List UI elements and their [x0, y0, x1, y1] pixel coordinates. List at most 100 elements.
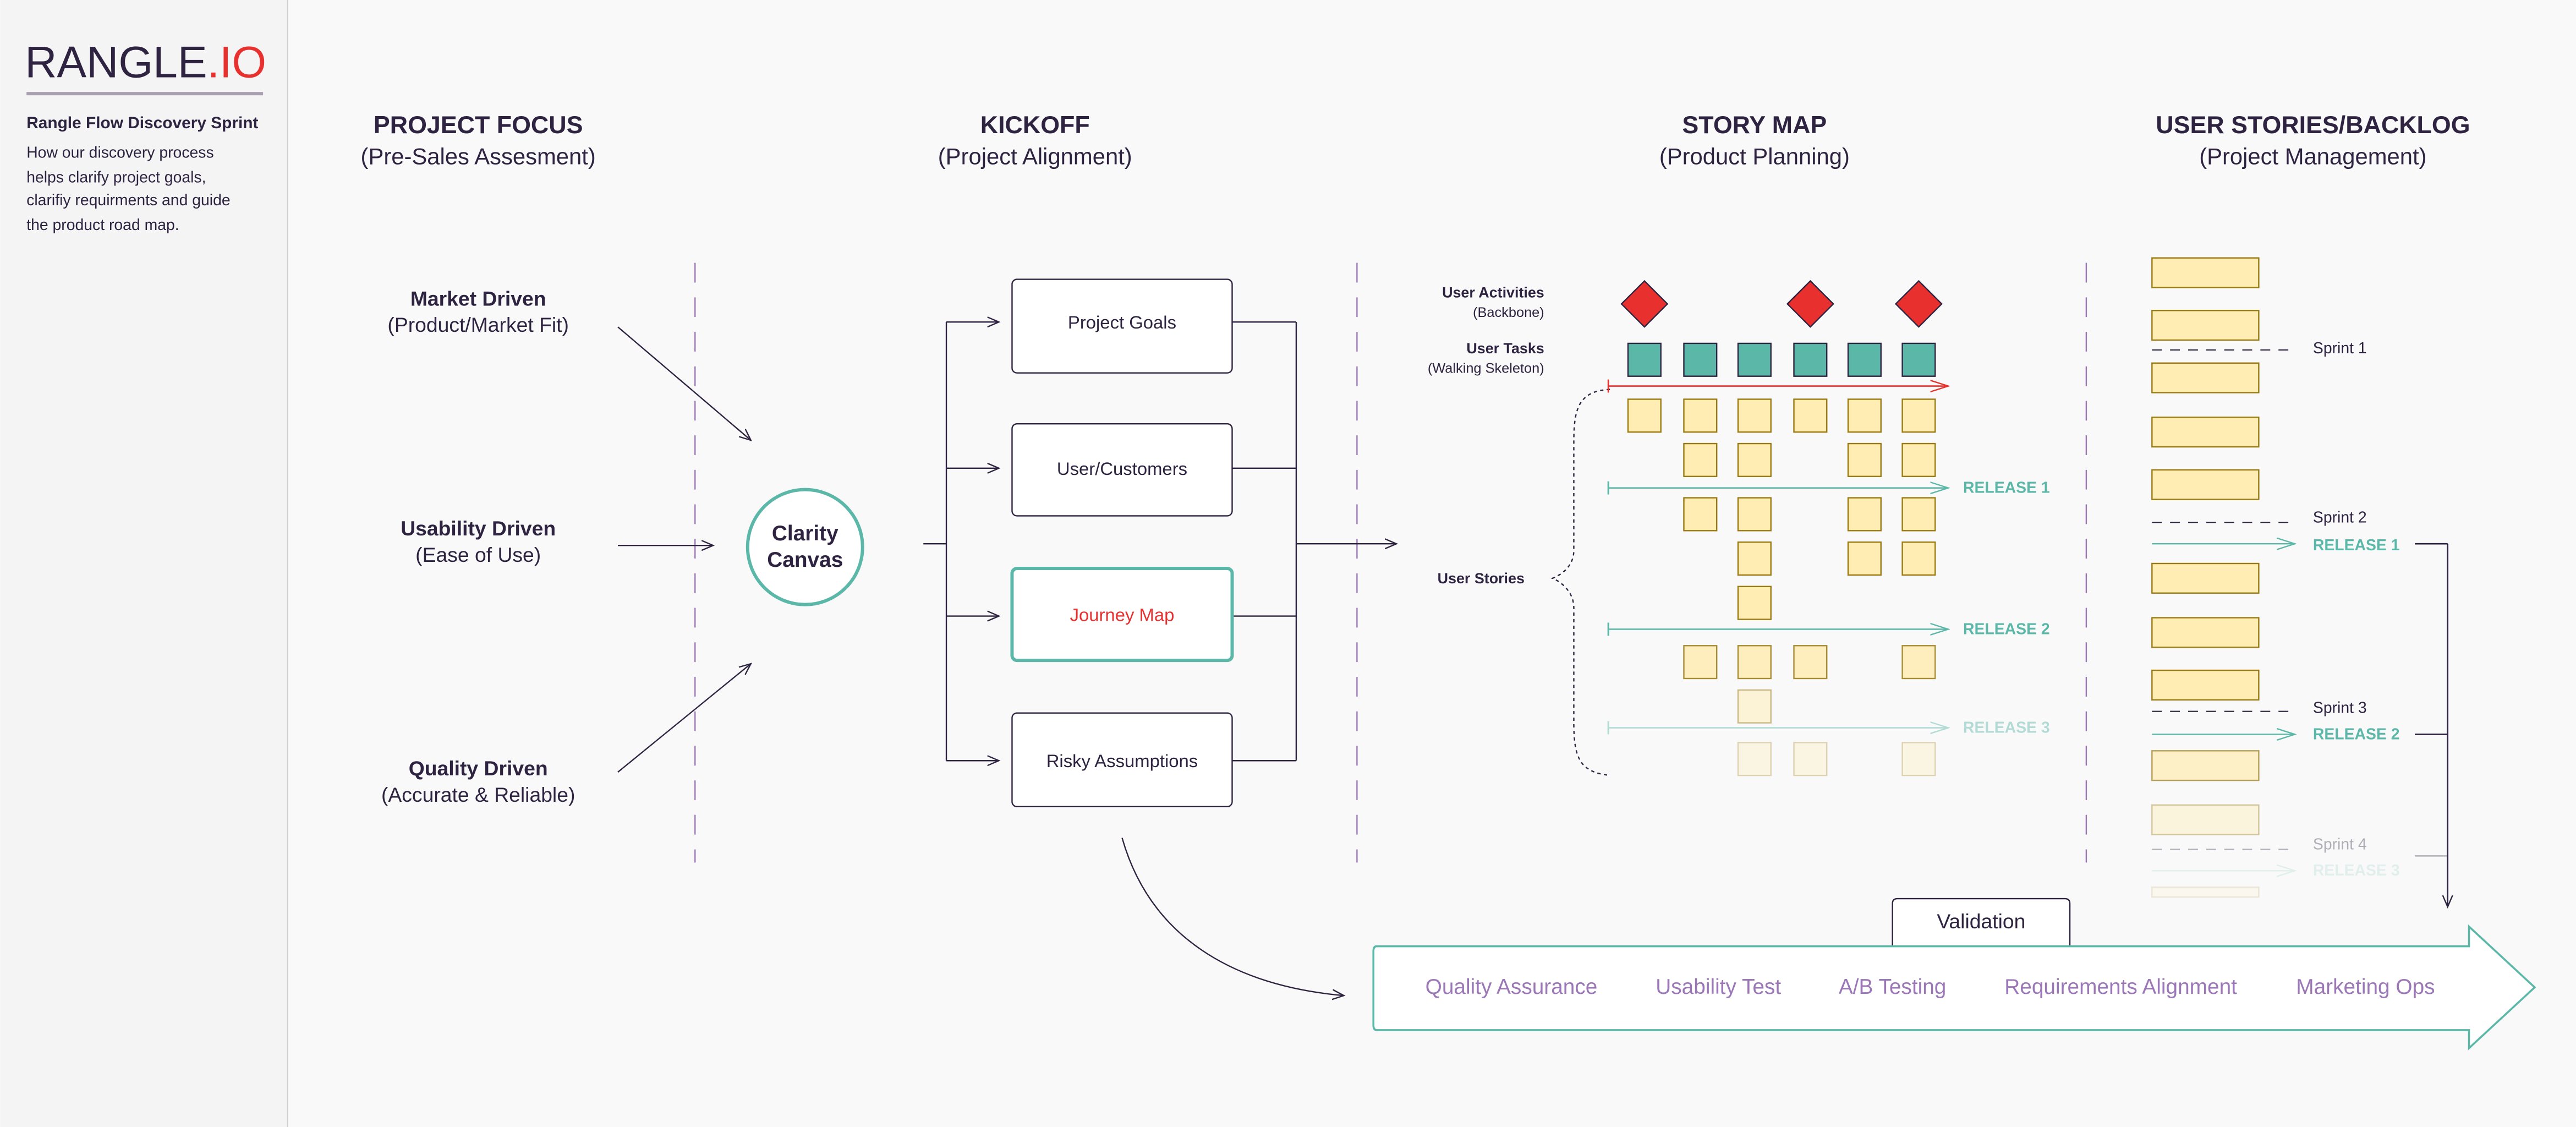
sidebar-desc: the product road map. [26, 216, 179, 234]
task-square [1847, 342, 1882, 377]
sprint-label: Sprint 4 [2313, 835, 2367, 853]
backlog-item [2151, 669, 2260, 701]
focus-label: Market Driven [410, 287, 546, 310]
release-label: RELEASE 2 [1963, 620, 2050, 638]
story-map-labels: User Activities (Backbone) User Tasks (W… [1428, 284, 1544, 586]
validation-item: Requirements Alignment [2004, 975, 2237, 999]
box-label: Journey Map [1070, 604, 1175, 625]
header-title: KICKOFF [980, 111, 1090, 139]
backlog-item [2151, 417, 2260, 448]
stories-brace [1550, 389, 1610, 776]
story-card [1683, 645, 1718, 680]
header-subtitle: (Project Management) [2199, 144, 2426, 169]
story-card [1901, 497, 1936, 532]
box-label: Project Goals [1068, 312, 1176, 332]
header-title: USER STORIES/BACKLOG [2156, 111, 2470, 139]
sidebar-desc: How our discovery process [26, 144, 213, 162]
canvas-label: Canvas [767, 548, 843, 572]
validation-tab[interactable] [1892, 898, 2071, 947]
task-square [1627, 342, 1662, 377]
story-card [1847, 541, 1882, 576]
focus-sub: (Product/Market Fit) [387, 313, 569, 336]
story-card [1683, 398, 1718, 433]
story-card [1737, 398, 1772, 433]
backlog-item [2151, 362, 2260, 393]
validation-arrow [1372, 924, 2536, 1051]
backlog-item [2151, 617, 2260, 648]
focus-label: Quality Driven [409, 757, 548, 780]
box-label: User/Customers [1057, 458, 1187, 479]
focus-arrows [617, 326, 751, 773]
task-square [1901, 342, 1936, 377]
header-subtitle: (Pre-Sales Assesment) [361, 144, 596, 169]
task-square [1793, 342, 1828, 377]
story-card [1793, 742, 1828, 776]
story-card [1901, 645, 1936, 680]
header-title: PROJECT FOCUS [374, 111, 583, 139]
backlog-item [2151, 804, 2260, 835]
backlog-item [2151, 886, 2260, 898]
release-label: RELEASE 2 [2313, 725, 2400, 743]
backlog-markers: Sprint 1 Sprint 2 RELEASE 1 Sprint 3 REL… [2152, 340, 2400, 879]
activity-diamond [1894, 280, 1943, 328]
backlog [2151, 257, 2260, 898]
story-card [1737, 497, 1772, 532]
release-label: RELEASE 3 [1963, 719, 2050, 736]
focus-label: Usability Driven [401, 517, 556, 540]
story-card [1901, 541, 1936, 576]
project-focus: Market Driven (Product/Market Fit) Usabi… [381, 287, 575, 806]
header-subtitle: (Product Planning) [1659, 144, 1850, 169]
story-card [1737, 742, 1772, 776]
backlog-item [2151, 750, 2260, 781]
story-card [1847, 497, 1882, 532]
label-tasks-sub: (Walking Skeleton) [1428, 361, 1544, 376]
label-tasks: User Tasks [1466, 340, 1544, 357]
label-activities: User Activities [1442, 284, 1544, 300]
story-card [1737, 442, 1772, 477]
release-label: RELEASE 3 [2313, 862, 2400, 879]
story-card [1737, 541, 1772, 576]
story-card [1901, 398, 1936, 433]
backlog-item [2151, 469, 2260, 500]
story-card [1627, 398, 1662, 433]
release-bracket [2415, 543, 2448, 907]
story-card [1901, 742, 1936, 776]
validation-tab-label: Validation [1937, 910, 2025, 933]
validation: Validation Quality Assurance Usability T… [1372, 898, 2536, 1051]
sidebar-desc: helps clarify project goals, [26, 168, 206, 186]
backlog-item [2151, 562, 2260, 594]
validation-item: A/B Testing [1839, 975, 1947, 999]
header-title: STORY MAP [1682, 111, 1827, 139]
sidebar-desc: clarifiy requirments and guide [26, 192, 230, 209]
box-project-goals[interactable] [1011, 278, 1233, 374]
task-square [1737, 342, 1772, 377]
sprint-label: Sprint 3 [2313, 699, 2367, 717]
release-label: RELEASE 1 [2313, 537, 2400, 554]
box-risky-assumptions[interactable] [1011, 712, 1233, 808]
release-label: RELEASE 1 [1963, 479, 2050, 497]
sidebar-title: Rangle Flow Discovery Sprint [26, 114, 258, 132]
sprint-label: Sprint 2 [2313, 508, 2367, 526]
story-map-grid [1620, 280, 1943, 776]
box-journey-map[interactable] [1010, 566, 1234, 663]
story-card [1737, 689, 1772, 724]
story-card [1793, 645, 1828, 680]
story-card [1683, 497, 1718, 532]
story-card [1847, 442, 1882, 477]
validation-item: Quality Assurance [1426, 975, 1598, 999]
box-user-customers[interactable] [1011, 423, 1233, 517]
arrow [617, 664, 751, 773]
story-card [1683, 442, 1718, 477]
label-stories: User Stories [1438, 570, 1525, 587]
story-card [1793, 398, 1828, 433]
validation-item: Marketing Ops [2296, 975, 2435, 999]
sprint-label: Sprint 1 [2313, 340, 2367, 357]
box-label: Risky Assumptions [1046, 751, 1198, 771]
story-releases: RELEASE 1 RELEASE 2 RELEASE 3 [1607, 479, 2050, 736]
logo: RANGLE.IO [25, 37, 266, 87]
canvas-label: Clarity [772, 522, 838, 545]
kickoff-boxes: Project Goals User/Customers Journey Map… [1010, 278, 1234, 808]
clarity-canvas: Clarity Canvas [746, 488, 864, 606]
arrow [617, 326, 751, 440]
